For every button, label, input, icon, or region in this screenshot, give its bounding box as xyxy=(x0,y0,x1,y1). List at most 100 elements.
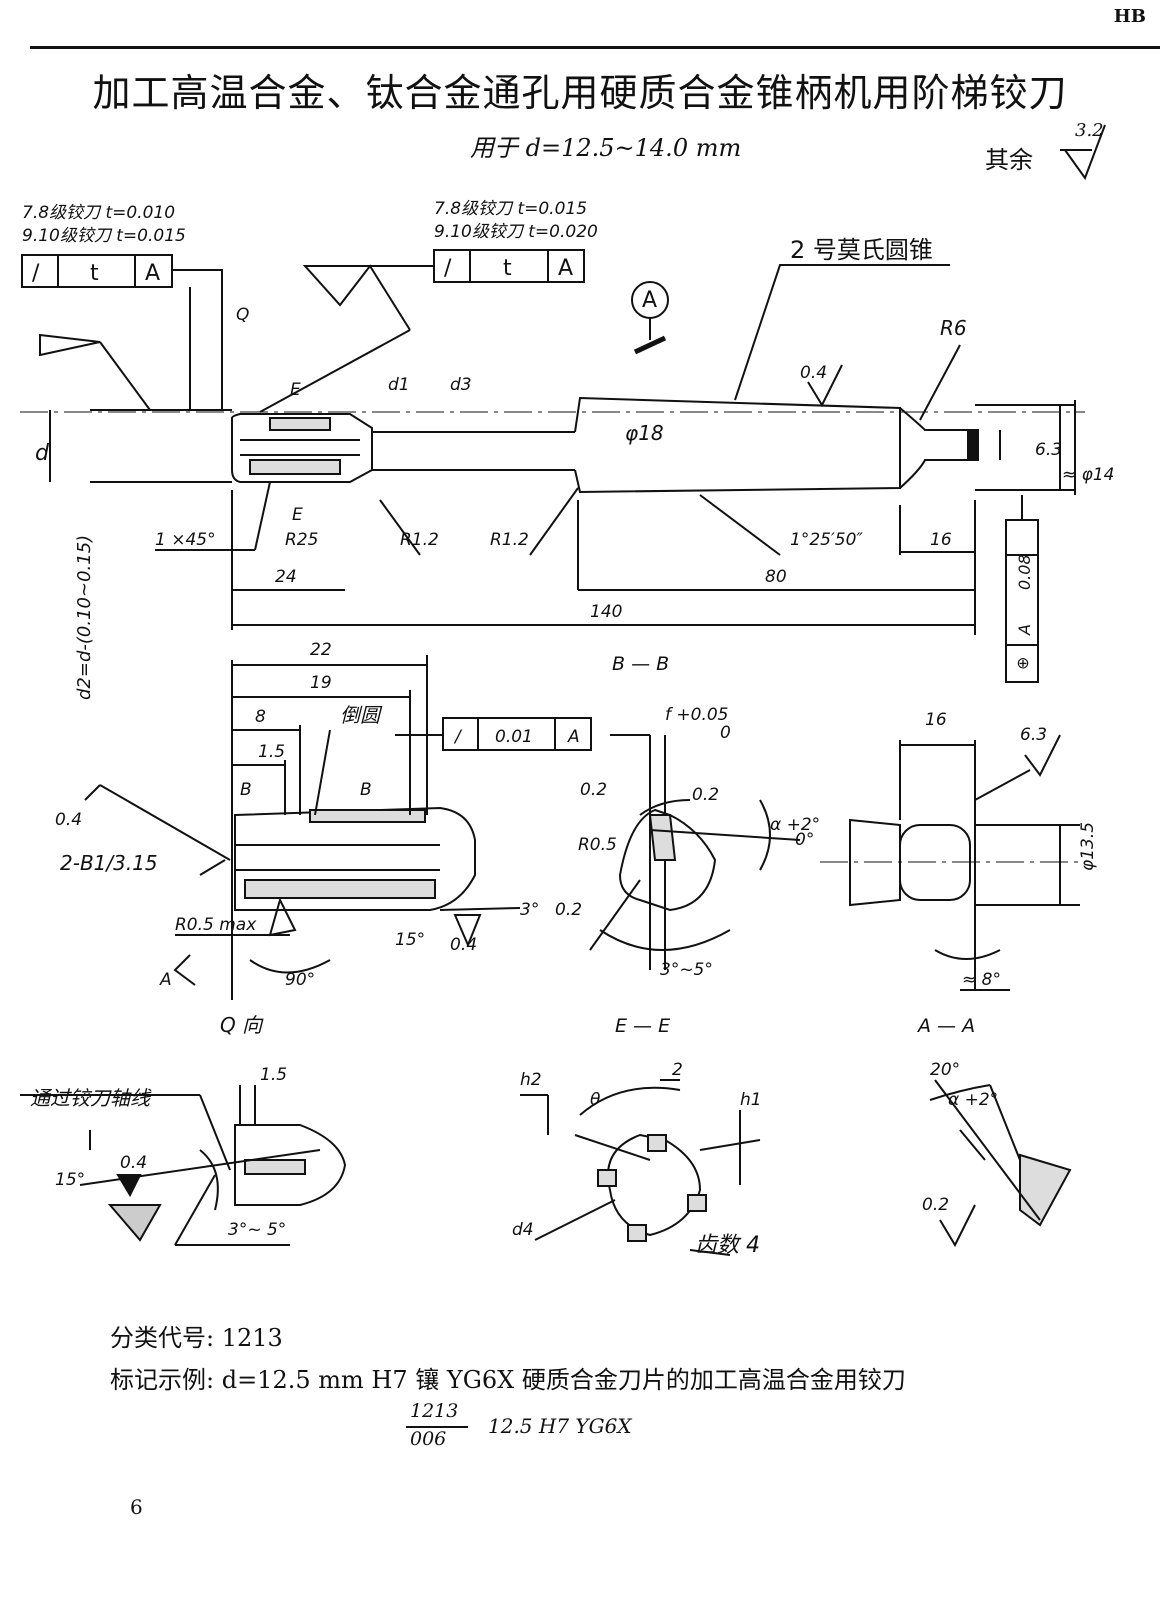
dim-1-5: 1.5 xyxy=(258,742,285,762)
q-view-title: Q 向 xyxy=(220,1013,264,1037)
dim-80: 80 xyxy=(765,567,787,587)
r25-label: R25 xyxy=(285,530,318,550)
page-number: 6 xyxy=(130,1495,143,1519)
q-mark: Q xyxy=(236,305,249,325)
surface-02-c: 0.2 xyxy=(555,900,582,920)
phi-13-5: φ13.5 xyxy=(1078,822,1098,871)
r05max-label: R0.5 max xyxy=(175,915,257,935)
tang xyxy=(899,407,976,489)
dim-16-top: 16 xyxy=(930,530,952,550)
surface-triangle-left xyxy=(39,333,101,357)
dim-8: 8 xyxy=(255,707,266,727)
page-title: 加工高温合金、钛合金通孔用硬质合金锥柄机用阶梯铰刀 xyxy=(92,71,1068,115)
carbide-insert-bottom xyxy=(249,459,341,475)
surface-04-detail-b: 0.4 xyxy=(450,935,477,955)
pos-sym: ⊕ xyxy=(1013,657,1032,670)
deg-20: 20° xyxy=(930,1060,960,1080)
d-label: d xyxy=(35,441,50,466)
datum-a-label: A xyxy=(642,288,657,313)
q-angle-3-5: 3°~ 5° xyxy=(228,1220,286,1240)
dim-140: 140 xyxy=(590,602,622,622)
phi14-label: ≈ φ14 xyxy=(1062,465,1115,485)
q-surface-04: 0.4 xyxy=(120,1153,147,1173)
e-label-bottom: E xyxy=(292,505,303,525)
q-view xyxy=(234,1124,347,1206)
taper-angle-label: 1°25′50″ xyxy=(790,530,863,550)
runout-sym: / xyxy=(453,727,463,747)
standard-code: HB xyxy=(1113,6,1146,27)
q-deg-15: 15° xyxy=(55,1170,85,1190)
tol-note-left-2: 9.10级铰刀 t=0.015 xyxy=(22,226,186,246)
page-subtitle: 用于 d=12.5~14.0 mm xyxy=(470,134,742,162)
b-marker-right: B xyxy=(360,780,372,800)
surface-63: 6.3 xyxy=(1020,725,1047,745)
f-tol: f +0.05 xyxy=(665,705,728,725)
aa-alpha: α +2° xyxy=(948,1090,998,1110)
pos-val: 0.08 xyxy=(1015,554,1034,590)
r12-label-a: R1.2 xyxy=(400,530,439,550)
dim-22: 22 xyxy=(310,640,332,660)
head-detail xyxy=(234,806,476,911)
dim-19: 19 xyxy=(310,673,332,693)
header-rule xyxy=(30,46,1160,49)
fcf-left-t: t xyxy=(90,261,99,286)
dim-24: 24 xyxy=(275,567,297,587)
q-dim-1-5: 1.5 xyxy=(260,1065,287,1085)
r6-label: R6 xyxy=(940,316,967,340)
code-numerator: 1213 xyxy=(410,1400,459,1422)
fcf-right-sym: / xyxy=(444,256,452,281)
e-label-top: E xyxy=(290,380,301,400)
deg-15: 15° xyxy=(395,930,425,950)
marking-example: 标记示例: d=12.5 mm H7 镶 YG6X 硬质合金刀片的加工高温合金用… xyxy=(110,1366,906,1394)
bb-section xyxy=(618,808,717,912)
dim-16-end: 16 xyxy=(925,710,947,730)
runout-ref: A xyxy=(567,727,580,747)
carbide-insert-top xyxy=(269,417,331,431)
tang-end xyxy=(849,818,901,907)
runout-val: 0.01 xyxy=(495,727,533,747)
aa-surface-02: 0.2 xyxy=(922,1195,949,1215)
alpha-label: α +2° xyxy=(770,815,820,835)
phi18-label: φ18 xyxy=(625,421,664,445)
tol-note-left-1: 7.8级铰刀 t=0.010 xyxy=(22,203,175,223)
fcf-left-sym: / xyxy=(32,261,40,286)
deg-90: 90° xyxy=(285,970,315,990)
bb-title: B — B xyxy=(612,653,669,675)
pos-ref: A xyxy=(1015,624,1034,636)
d2-label: d2=d-(0.10~0.15) xyxy=(74,535,95,700)
center-hole-label: 2-B1/3.15 xyxy=(60,851,158,875)
dim-2: 2 xyxy=(672,1060,683,1080)
r05-label: R0.5 xyxy=(578,835,617,855)
ee-title: E — E xyxy=(615,1015,670,1037)
chamfer-cn-label: 倒圆 xyxy=(340,703,383,727)
b-marker-left: B xyxy=(240,780,252,800)
alpha-low: 0° xyxy=(795,830,814,850)
h1-label: h1 xyxy=(740,1090,762,1110)
aa-section xyxy=(1019,1153,1072,1227)
h2-label: h2 xyxy=(520,1070,542,1090)
fraction-bar xyxy=(406,1426,468,1428)
code-denominator: 006 xyxy=(410,1428,447,1450)
d1-label: d1 xyxy=(388,375,410,395)
chamfer-label: 1 ×45° xyxy=(155,530,216,550)
dim-63-tang: 6.3 xyxy=(1035,440,1062,460)
a-marker: A xyxy=(159,970,172,990)
fcf-right-t: t xyxy=(503,256,512,281)
surface-04-detail: 0.4 xyxy=(55,810,82,830)
teeth-count: 齿数 4 xyxy=(695,1233,760,1258)
deg-3: 3° xyxy=(520,900,539,920)
approx-8-deg: ≈ 8° xyxy=(962,970,1001,990)
code-designation: 12.5 H7 YG6X xyxy=(488,1414,632,1438)
surface-rest-value: 3.2 xyxy=(1075,120,1104,141)
surface-04-top: 0.4 xyxy=(800,363,827,383)
aa-title: A — A xyxy=(916,1015,975,1037)
surface-rest-label: 其余 xyxy=(985,146,1033,174)
tol-note-right-1: 7.8级铰刀 t=0.015 xyxy=(434,199,587,219)
axis-note: 通过铰刀轴线 xyxy=(30,1086,152,1110)
theta-label: θ xyxy=(590,1090,601,1110)
surface-02-a: 0.2 xyxy=(580,780,607,800)
morse-taper-label: 2 号莫氏圆锥 xyxy=(790,236,933,264)
d4-label: d4 xyxy=(512,1220,534,1240)
r12-label-b: R1.2 xyxy=(490,530,529,550)
